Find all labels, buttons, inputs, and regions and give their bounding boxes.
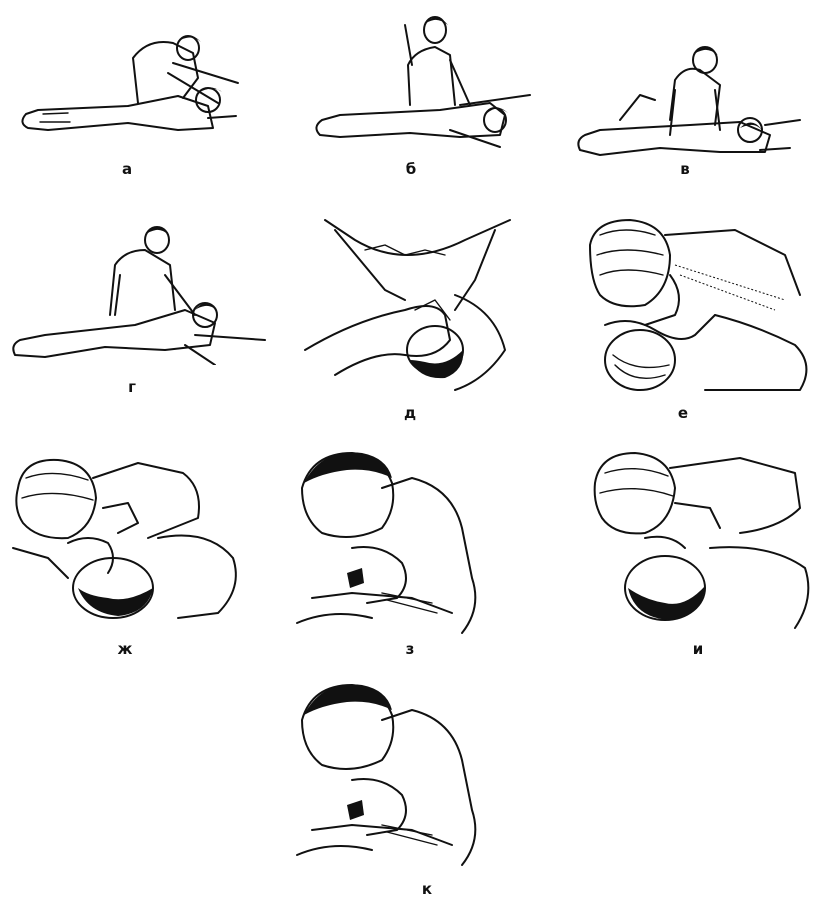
figure-a-illustration bbox=[8, 18, 248, 143]
figure-b-illustration bbox=[300, 5, 550, 155]
figure-i-illustration bbox=[590, 448, 815, 638]
figure-e-illustration bbox=[585, 215, 815, 400]
figure-k-caption: к bbox=[421, 880, 433, 898]
figure-zh-illustration bbox=[8, 448, 248, 628]
figure-e-caption: е bbox=[677, 404, 689, 422]
figure-b-caption: б bbox=[405, 160, 417, 178]
figure-i-caption: и bbox=[692, 640, 704, 658]
figure-v-illustration bbox=[570, 40, 810, 165]
figure-d-illustration bbox=[295, 200, 535, 400]
figure-z-caption: з bbox=[405, 640, 415, 658]
figure-a-caption: а bbox=[121, 160, 133, 178]
figure-g-illustration bbox=[5, 215, 275, 365]
figure-zh-caption: ж bbox=[117, 640, 133, 658]
figure-z-illustration bbox=[292, 448, 522, 638]
figure-k-illustration bbox=[292, 680, 522, 870]
figure-g-caption: г bbox=[128, 378, 136, 396]
figure-d-caption: д bbox=[403, 404, 417, 422]
figure-v-caption: в bbox=[680, 160, 690, 178]
